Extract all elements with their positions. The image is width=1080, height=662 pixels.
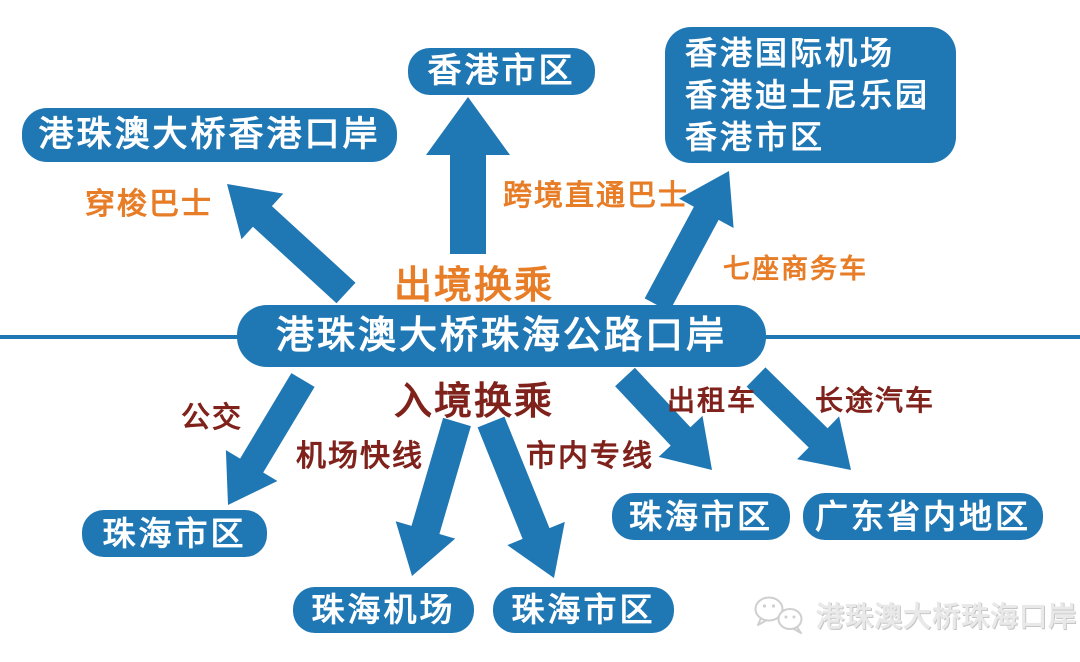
cross-border-arrow [426, 97, 510, 254]
label-long-distance-coach: 长途汽车 [815, 385, 936, 416]
node-hk-destinations: 香港国际机场香港迪士尼乐园香港市区 [665, 27, 956, 163]
coach-arrow [746, 367, 851, 470]
node-guangdong-area: 广东省内地区 [803, 493, 1043, 540]
label-public-bus: 公交 [181, 402, 244, 434]
node-zhuhai-airport-text: 珠海机场 [311, 591, 456, 629]
wechat-icon [754, 596, 803, 634]
node-zhuhai-city-left-text: 珠海市区 [102, 514, 247, 552]
business-car-arrow [644, 171, 734, 312]
node-hk-city-top: 香港市区 [408, 48, 595, 95]
node-zhuhai-city-right-text: 珠海市区 [629, 497, 773, 535]
taxi-arrow [615, 367, 712, 470]
node-hk-bridge-port: 港珠澳大桥香港口岸 [22, 108, 397, 162]
label-shuttle-bus: 穿梭巴士 [85, 188, 213, 221]
label-city-special-line: 市内专线 [526, 440, 654, 473]
node-hk-bridge-port-text: 港珠澳大桥香港口岸 [38, 114, 381, 154]
node-hk-destinations-text: 香港市区 [685, 119, 826, 156]
shuttle-bus-arrow [227, 184, 356, 304]
label-seven-seat-car: 七座商务车 [723, 254, 868, 284]
label-taxi: 出租车 [667, 385, 758, 416]
node-hk-city-top-text: 香港市区 [427, 52, 576, 91]
label-inbound-transfer: 入境换乘 [394, 381, 555, 423]
node-guangdong-area-text: 广东省内地区 [815, 497, 1031, 535]
node-zhuhai-city-mid: 珠海市区 [493, 587, 674, 633]
node-zhuhai-airport: 珠海机场 [293, 587, 474, 633]
node-hk-destinations-text: 香港迪士尼乐园 [685, 76, 931, 113]
public-bus-arrow [225, 373, 315, 505]
label-airport-express: 机场快线 [296, 440, 424, 473]
node-zhuhai-road-port-text: 港珠澳大桥珠海公路口岸 [275, 314, 727, 357]
watermark: 港珠澳大桥珠海口岸 [752, 594, 1077, 636]
watermark-text: 港珠澳大桥珠海口岸 [816, 601, 1078, 632]
city-line-arrow [477, 416, 565, 578]
node-hk-destinations-text: 香港国际机场 [685, 34, 896, 71]
label-cross-border-bus: 跨境直通巴士 [503, 180, 690, 212]
label-outbound-transfer: 出境换乘 [394, 265, 555, 307]
node-zhuhai-city-left: 珠海市区 [82, 510, 267, 557]
node-zhuhai-road-port: 港珠澳大桥珠海公路口岸 [237, 305, 766, 367]
airport-express-arrow [395, 417, 471, 576]
node-zhuhai-city-right: 珠海市区 [612, 493, 790, 540]
node-zhuhai-city-mid-text: 珠海市区 [511, 591, 656, 629]
